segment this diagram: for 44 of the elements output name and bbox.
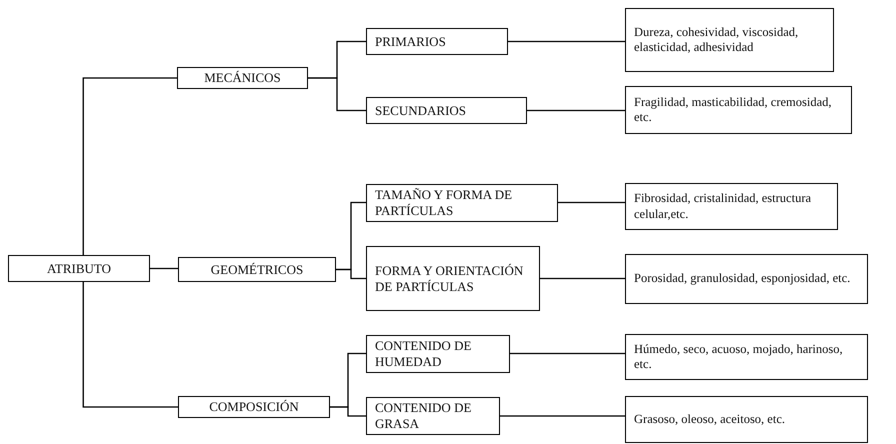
category-box [178,396,330,418]
box-label: Porosidad, granulosidad, esponjosidad, etc. [634,271,850,287]
box-label: SECUNDARIOS [375,102,466,118]
connector-line [330,406,366,417]
box-label: CONTENIDO DE GRASA [375,400,472,432]
connector-line [540,278,625,280]
connector-line [308,77,366,112]
box-label: Fibrosidad, cristalinidad, estructura celular,etc. [634,191,812,222]
box-label: Dureza, cohesividad, viscosidad, elasticidad, adhesividad [634,24,800,56]
description-box [625,254,868,304]
category-box [178,257,336,282]
connector-line [336,268,366,280]
connector-line [150,268,178,270]
description-box [625,8,834,72]
connector-line [508,40,625,42]
connector-line [527,110,625,112]
connector-line [500,415,625,417]
box-label: PRIMARIOS [375,34,446,50]
connector-line [510,352,625,354]
box-label: COMPOSICIÓN [209,399,299,415]
box-label: CONTENIDO DE HUMEDAD [375,338,472,370]
category-box [177,67,308,89]
connector-line [558,202,625,204]
category-box [366,28,508,55]
box-label: TAMAÑO Y FORMA DE PARTÍCULAS [375,187,514,219]
box-label: ATRIBUTO [46,260,112,276]
category-box [366,397,500,435]
box-label: Húmedo, seco, acuoso, mojado, harinoso, etc. [634,342,844,372]
box-label: Fragilidad, masticabilidad, cremosidad, etc. [634,94,833,126]
category-box [8,255,150,282]
category-box [366,335,510,373]
category-box [366,184,558,222]
description-box [625,334,868,380]
connector-line [82,77,177,255]
box-label: GEOMÉTRICOS [210,262,304,278]
description-box [625,396,868,443]
connector-line [82,282,178,408]
box-label: MECÁNICOS [204,70,281,86]
description-box [625,86,852,134]
category-box [366,246,540,311]
category-box [366,97,527,124]
description-box [625,183,838,230]
box-label: FORMA Y ORIENTACIÓN DE PARTÍCULAS [375,262,524,294]
box-label: Grasoso, oleoso, aceitoso, etc. [634,412,786,428]
